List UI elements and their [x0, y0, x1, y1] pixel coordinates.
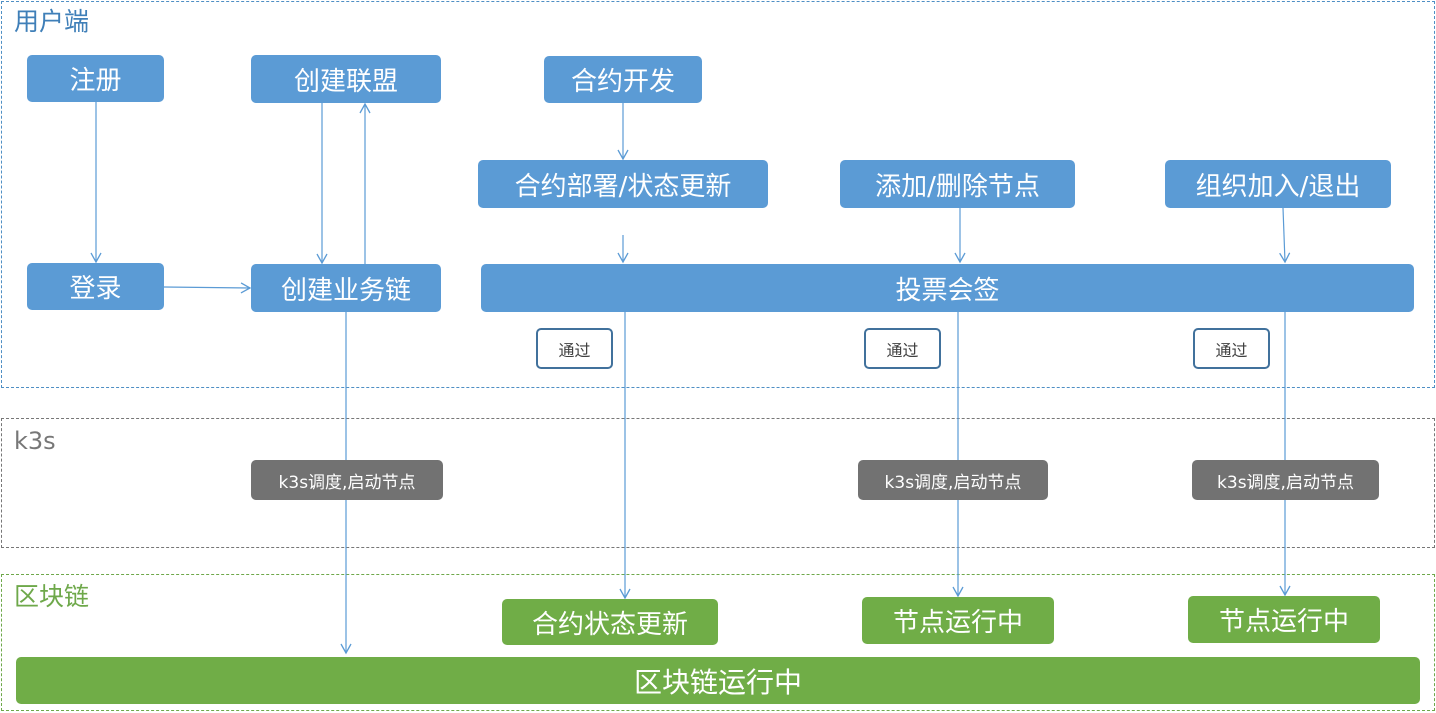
- node-running-node-1: 节点运行中: [862, 597, 1054, 644]
- add-remove-node-node: 添加/删除节点: [840, 160, 1075, 208]
- blockchain-region: [1, 574, 1435, 711]
- user-side-region: [1, 1, 1435, 388]
- blockchain-running-node: 区块链运行中: [16, 657, 1420, 704]
- create-business-chain-node: 创建业务链: [251, 264, 441, 312]
- vote-countersign-node: 投票会签: [481, 264, 1414, 312]
- arrow-org-vote: [1279, 207, 1291, 264]
- user-side-label: 用户端: [14, 7, 90, 36]
- contract-development-node: 合约开发: [544, 56, 702, 103]
- blockchain-label: 区块链: [14, 582, 90, 611]
- k3s-schedule-node-2: k3s调度,启动节点: [858, 460, 1048, 500]
- login-node: 登录: [27, 263, 164, 310]
- pass-label-3: 通过: [1193, 328, 1270, 369]
- k3s-schedule-node-1: k3s调度,启动节点: [251, 460, 443, 500]
- k3s-region: [1, 418, 1435, 548]
- node-running-node-2: 节点运行中: [1188, 596, 1380, 643]
- create-alliance-node: 创建联盟: [251, 55, 441, 103]
- arrow-login-create-chain: [163, 282, 252, 294]
- contract-state-update-node: 合约状态更新: [502, 599, 718, 645]
- contract-deploy-node: 合约部署/状态更新: [478, 160, 768, 208]
- pass-label-1: 通过: [536, 328, 613, 369]
- org-join-exit-node: 组织加入/退出: [1165, 160, 1391, 208]
- register-node: 注册: [27, 55, 164, 102]
- k3s-schedule-node-3: k3s调度,启动节点: [1192, 460, 1379, 500]
- k3s-label: k3s: [14, 427, 56, 455]
- pass-label-2: 通过: [864, 328, 941, 369]
